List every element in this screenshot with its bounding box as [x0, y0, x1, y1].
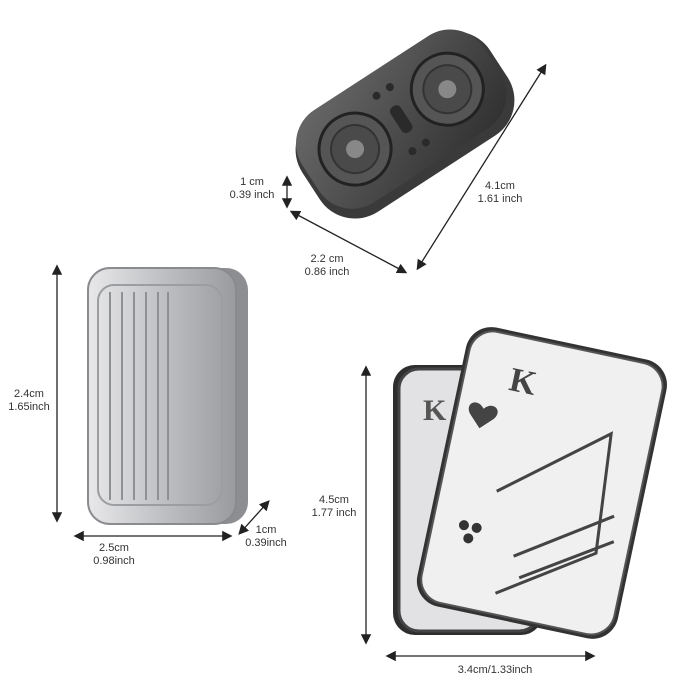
twin-height-inch: 0.39 inch [229, 189, 275, 201]
cards-height-cm: 4.5cm [319, 494, 349, 506]
block-depth-label: 1cm 0.39inch [238, 524, 294, 550]
twin-height-label: 1 cm 0.39 inch [224, 176, 280, 202]
block-width-label: 2.5cm 0.98inch [84, 542, 144, 568]
block-height-inch: 1.65inch [8, 401, 50, 413]
block-depth-cm: 1cm [255, 524, 277, 536]
arrow-block-depth [238, 500, 270, 535]
arrow-twin-width [289, 210, 408, 274]
twin-length-cm: 4.1cm [485, 180, 515, 192]
twin-length-inch: 1.61 inch [477, 193, 523, 205]
cards-height-inch: 1.77 inch [311, 507, 357, 519]
block-height-cm: 2.4cm [14, 388, 44, 400]
twin-width-label: 2.2 cm 0.86 inch [295, 253, 359, 279]
arrow-twin-length [416, 63, 547, 271]
twin-width-cm: 2.2 cm [310, 253, 344, 265]
twin-length-label: 4.1cm 1.61 inch [470, 180, 530, 206]
block-width-inch: 0.98inch [93, 555, 135, 567]
block-width-cm: 2.5cm [99, 542, 129, 554]
card-rank-back: K [423, 394, 447, 427]
block-height-label: 2.4cm 1.65inch [2, 388, 56, 414]
ribbed-block-fidget [87, 267, 248, 525]
twin-height-cm: 1 cm [240, 176, 264, 188]
block-depth-inch: 0.39inch [245, 537, 287, 549]
twin-width-inch: 0.86 inch [304, 266, 350, 278]
dimension-arrows [51, 63, 596, 662]
playing-card-front [416, 327, 667, 639]
cards-height-label: 4.5cm 1.77 inch [304, 494, 364, 520]
cards-width-label: 3.4cm/1.33inch [457, 664, 533, 676]
